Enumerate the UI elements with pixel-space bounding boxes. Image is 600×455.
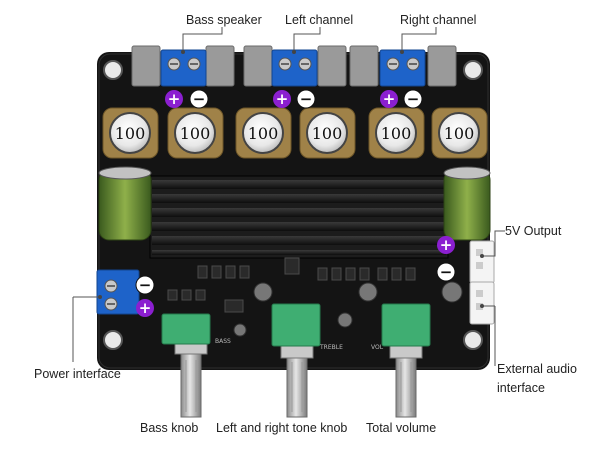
bass-speaker-terminal (160, 49, 207, 87)
mounting-holes (103, 60, 483, 350)
smd-components (167, 257, 416, 313)
output-minus-marker: − (440, 263, 453, 281)
five-v-output-connector (469, 240, 495, 284)
inductors: 100 100 100 100 100 100 (102, 107, 488, 159)
label-bass-knob: Bass knob (140, 421, 199, 435)
tone-potentiometer (271, 303, 321, 418)
inductor-6-value: 100 (444, 124, 475, 143)
left-plus-marker: + (276, 90, 289, 108)
inductor-4-value: 100 (312, 124, 343, 143)
polarity-markers: + − + − + − + − − + (135, 89, 456, 317)
bass-potentiometer (161, 313, 211, 418)
label-five-v-output: 5V Output (505, 224, 562, 238)
silkscreen-treble: TREBLE (319, 344, 343, 351)
small-capacitors (233, 281, 463, 337)
callout-dots (98, 50, 484, 308)
inductor-3-value: 100 (248, 124, 279, 143)
right-channel-terminal (379, 49, 426, 87)
external-audio-connector (469, 281, 495, 325)
label-tone-knob: Left and right tone knob (216, 421, 348, 435)
inductor-1-value: 100 (115, 124, 146, 143)
callout-lines (72, 27, 505, 366)
left-channel-terminal (271, 49, 318, 87)
inductor-2-value: 100 (180, 124, 211, 143)
label-external-audio: External audio interface (497, 362, 577, 395)
silkscreen-vol: VOL (371, 344, 384, 351)
left-minus-marker: − (300, 90, 313, 108)
film-capacitors (131, 45, 457, 87)
power-terminal (96, 269, 140, 315)
heatsink (149, 175, 449, 259)
electrolytic-capacitors (98, 166, 491, 241)
label-left-channel: Left channel (285, 13, 354, 27)
right-minus-marker: − (407, 90, 420, 108)
label-bass-speaker: Bass speaker (186, 13, 262, 27)
label-total-volume: Total volume (366, 421, 437, 435)
volume-potentiometer (381, 303, 431, 418)
label-power-interface: Power interface (34, 367, 121, 381)
power-plus-marker: + (139, 299, 152, 317)
bass-plus-marker: + (168, 90, 181, 108)
label-right-channel: Right channel (400, 13, 477, 27)
power-minus-marker: − (139, 276, 152, 294)
output-plus-marker: + (440, 236, 453, 254)
inductor-5-value: 100 (381, 124, 412, 143)
silkscreen-bass: BASS (215, 338, 231, 345)
right-plus-marker: + (383, 90, 396, 108)
bass-minus-marker: − (193, 90, 206, 108)
